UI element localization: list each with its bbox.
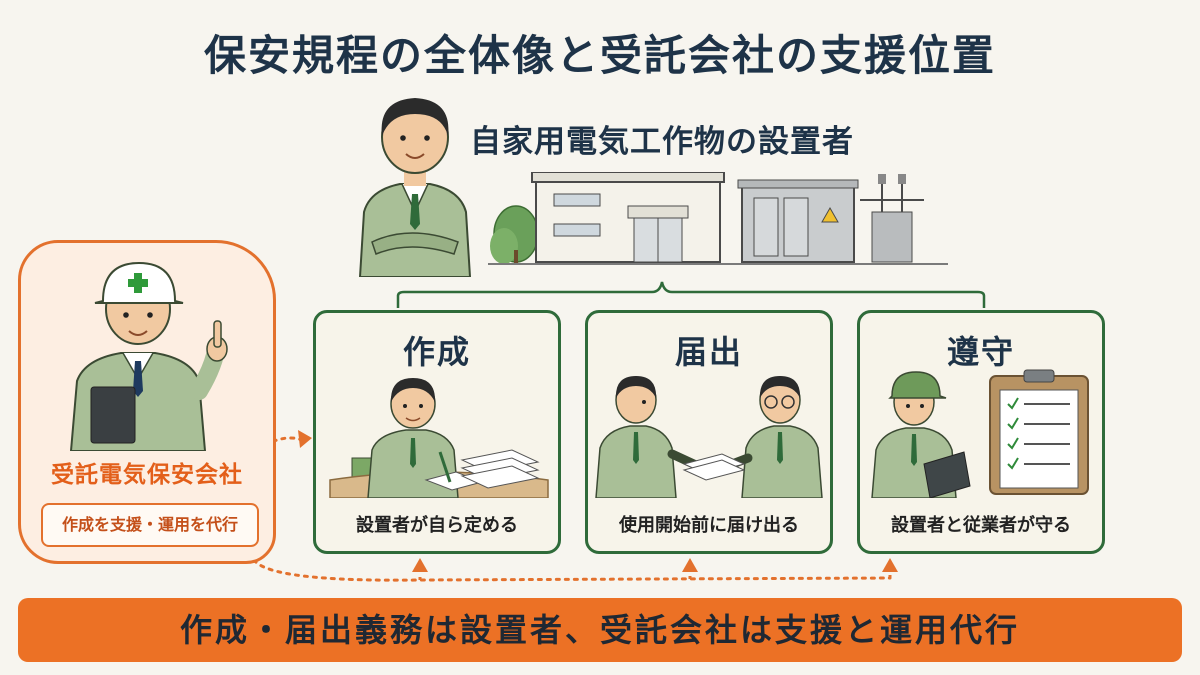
contractor-role: 作成を支援・運用を代行 (41, 503, 259, 547)
step-comply-title: 遵守 (946, 333, 1015, 371)
diagram-title: 保安規程の全体像と受託会社の支援位置 (203, 31, 996, 80)
writing-document-illustration (329, 378, 549, 498)
step-comply-box: 遵守 設置者と従業者が守る (857, 310, 1105, 554)
contractor-name: 受託電気保安会社 (51, 462, 243, 488)
owner-person-illustration (358, 98, 472, 277)
step-create-caption: 設置者が自ら定める (356, 515, 518, 536)
handing-document-illustration (595, 376, 823, 498)
summary-banner: 作成・届出義務は設置者、受託会社は支援と運用代行 (18, 598, 1182, 662)
contractor-panel: 受託電気保安会社 作成を支援・運用を代行 (18, 240, 276, 564)
step-create-box: 作成 設置者が自ら定める (313, 310, 561, 554)
owner-label: 自家用電気工作物の設置者 (470, 124, 854, 160)
facility-illustration (488, 172, 948, 265)
checklist-worker-illustration (871, 369, 1089, 498)
step-submit-title: 届出 (674, 333, 743, 371)
contractor-person-illustration (69, 261, 228, 451)
step-create-title: 作成 (402, 333, 471, 371)
step-submit-box: 届出 使用開始前に届け出る (585, 310, 833, 554)
step-comply-caption: 設置者と従業者が守る (891, 515, 1071, 536)
step-submit-caption: 使用開始前に届け出る (619, 515, 799, 536)
